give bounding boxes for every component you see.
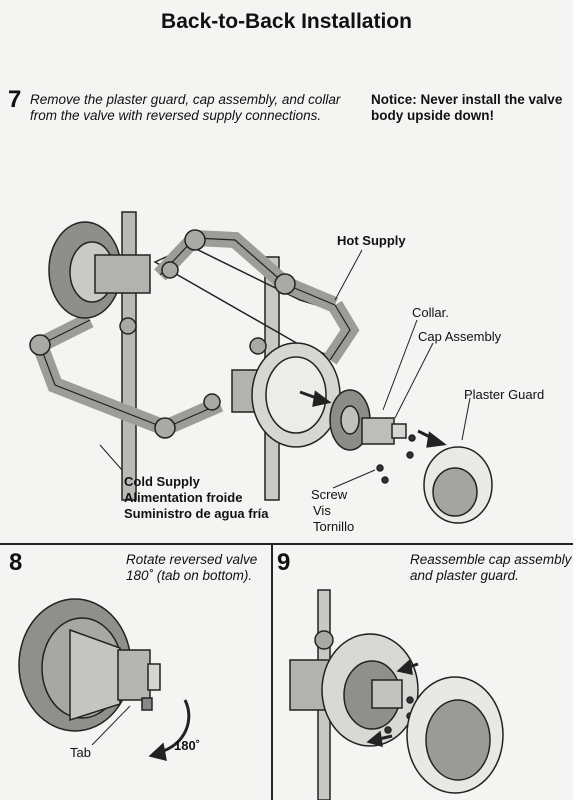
step-8-instruction-line2: 180˚ (tab on bottom). <box>126 568 253 583</box>
cold-supply-label-en: Cold Supply <box>124 474 200 489</box>
cold-supply-label-fr: Alimentation froide <box>124 490 243 505</box>
notice-line2: body upside down! <box>371 108 494 123</box>
step-9-instruction-line1: Reassemble cap assembly <box>410 552 572 567</box>
screw-label-es: Tornillo <box>313 519 355 534</box>
step-7-instruction-line2: from the valve with reversed supply conn… <box>30 108 322 123</box>
step-8-instruction-line1: Rotate reversed valve <box>126 552 258 567</box>
step-7-number: 7 <box>8 86 22 113</box>
step-8-number: 8 <box>9 549 23 576</box>
cold-supply-label-es: Suministro de agua fría <box>124 506 269 521</box>
screw-label-fr: Vis <box>313 503 331 518</box>
horizontal-divider <box>0 543 573 545</box>
step-9-number: 9 <box>277 549 291 576</box>
notice-line1: Notice: Never install the valve <box>371 92 563 107</box>
cap-assembly-label: Cap Assembly <box>418 329 502 344</box>
step-7-instruction-line1: Remove the plaster guard, cap assembly, … <box>30 92 341 107</box>
vertical-divider <box>271 543 273 800</box>
tab-label: Tab <box>70 745 91 760</box>
page-title: Back-to-Back Installation <box>161 10 412 33</box>
step-9-instruction-line2: and plaster guard. <box>410 568 519 583</box>
angle-label: 180˚ <box>174 738 201 753</box>
collar-label: Collar. <box>412 305 449 320</box>
plaster-guard-label: Plaster Guard <box>464 387 545 402</box>
hot-supply-label: Hot Supply <box>337 233 406 248</box>
screw-label-en: Screw <box>311 487 348 502</box>
